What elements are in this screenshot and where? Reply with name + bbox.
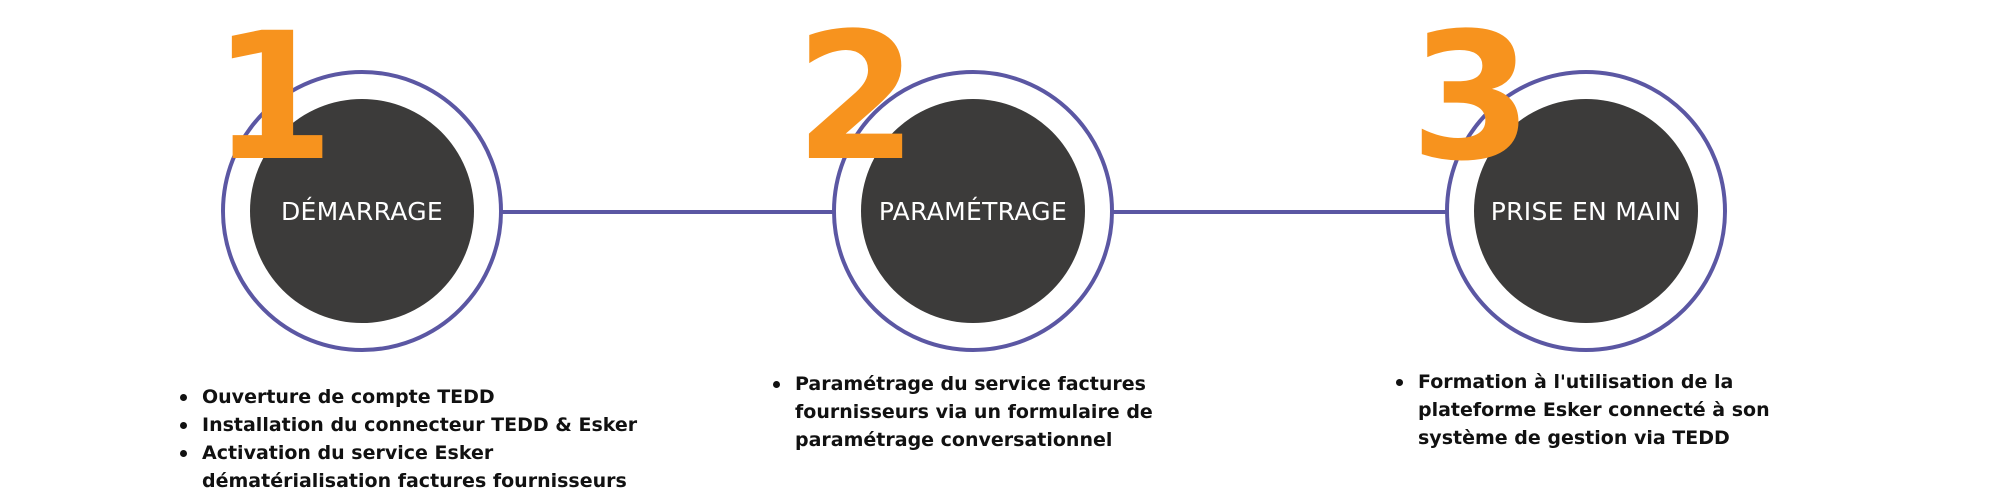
connector-line-1-2 bbox=[500, 210, 835, 214]
step-2-label: PARAMÉTRAGE bbox=[878, 196, 1068, 226]
step-1-bullet-1: Ouverture de compte TEDD bbox=[180, 383, 682, 411]
step-3-bullet-1: Formation à l'utilisation de la platefor… bbox=[1396, 368, 1798, 452]
step-1-label: DÉMARRAGE bbox=[281, 196, 443, 226]
step-1: DÉMARRAGE bbox=[221, 70, 503, 352]
step-3: PRISE EN MAIN bbox=[1445, 70, 1727, 352]
step-2: PARAMÉTRAGE bbox=[832, 70, 1114, 352]
step-2-bullet-1: Paramétrage du service factures fourniss… bbox=[773, 370, 1185, 454]
step-1-bullet-list: Ouverture de compte TEDD Installation du… bbox=[172, 383, 682, 495]
step-2-bullet-list: Paramétrage du service factures fourniss… bbox=[765, 370, 1185, 454]
step-2-number: 2 bbox=[795, 0, 917, 200]
step-3-label: PRISE EN MAIN bbox=[1490, 196, 1682, 226]
step-3-disk: PRISE EN MAIN bbox=[1474, 99, 1698, 323]
step-1-bullet-3: Activation du service Esker dématérialis… bbox=[180, 439, 682, 495]
step-1-disk: DÉMARRAGE bbox=[250, 99, 474, 323]
step-2-disk: PARAMÉTRAGE bbox=[861, 99, 1085, 323]
step-3-number: 3 bbox=[1410, 0, 1532, 200]
step-1-bullet-2: Installation du connecteur TEDD & Esker bbox=[180, 411, 682, 439]
connector-line-2-3 bbox=[1110, 210, 1448, 214]
step-1-number: 1 bbox=[212, 0, 334, 200]
step-3-bullet-list: Formation à l'utilisation de la platefor… bbox=[1388, 368, 1798, 452]
